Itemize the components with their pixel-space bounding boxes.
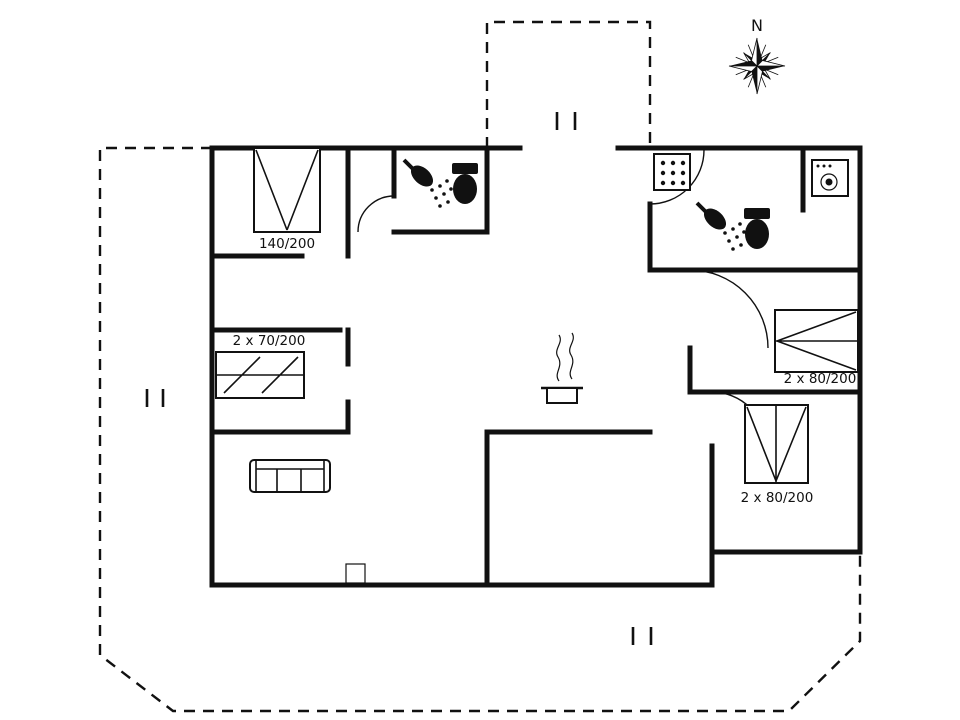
sofa-icon xyxy=(249,459,331,493)
compass-point xyxy=(756,60,786,67)
terrace-outline xyxy=(98,20,862,713)
compass-point xyxy=(751,66,757,94)
shower-icon xyxy=(402,158,453,208)
pot-body xyxy=(546,387,578,404)
compass-point xyxy=(728,65,758,72)
compass-point xyxy=(729,60,757,66)
terrace-dashed-line xyxy=(98,146,862,713)
shower-drain-icon xyxy=(653,153,691,191)
compass-ray xyxy=(766,69,779,76)
compass-ray xyxy=(760,44,767,57)
bed-pattern xyxy=(775,311,858,371)
washing-machine-drum xyxy=(820,173,838,191)
drain-holes xyxy=(660,160,686,186)
wood-stove-icon xyxy=(345,563,366,584)
bed-size-label: 2 x 80/200 xyxy=(784,371,857,387)
pot-with-steam-icon xyxy=(541,332,583,404)
compass-point xyxy=(757,38,763,66)
bed-outline xyxy=(253,147,321,233)
sofa-outline xyxy=(249,459,331,493)
door-arc xyxy=(689,269,769,349)
interior-wall-path xyxy=(209,145,863,588)
window-marks xyxy=(145,112,653,645)
porch-dashed-line xyxy=(485,20,652,148)
compass-ray xyxy=(747,44,754,57)
washing-machine-drum-center xyxy=(825,178,833,186)
compass-ray xyxy=(735,56,748,63)
double-bed-icon xyxy=(253,147,321,233)
toilet-tank xyxy=(452,163,478,174)
shower-head xyxy=(410,165,434,187)
compass-rays xyxy=(735,44,779,88)
compass-star-main xyxy=(728,37,786,95)
shower-icon xyxy=(695,201,746,251)
toilet-icon xyxy=(452,163,478,204)
sofa-cushions xyxy=(255,460,325,492)
compass-ray xyxy=(766,56,779,63)
window-mark-icon xyxy=(555,112,577,130)
compass-ray xyxy=(735,69,748,76)
compass-point xyxy=(756,65,763,95)
compass-rose-icon: N xyxy=(728,16,786,95)
washing-machine-buttons xyxy=(816,164,832,168)
shower-spray xyxy=(723,222,746,251)
compass-ray xyxy=(760,75,767,88)
bed-size-label: 2 x 80/200 xyxy=(741,490,814,506)
shower-spray xyxy=(430,179,453,208)
compass-label: N xyxy=(751,16,763,35)
bed-pattern xyxy=(216,356,304,394)
shower-head xyxy=(703,208,727,230)
bed-size-label: 2 x 70/200 xyxy=(233,333,306,349)
window-mark-icon xyxy=(631,627,653,645)
double-bed-icon xyxy=(774,309,859,373)
toilet-tank xyxy=(744,208,770,219)
bed-pattern xyxy=(746,405,807,483)
door-arc xyxy=(357,195,395,233)
compass-point xyxy=(757,66,785,72)
interior-walls xyxy=(209,145,863,588)
steam-line xyxy=(569,332,574,380)
toilet-icon xyxy=(744,208,770,249)
compass-ray xyxy=(747,75,754,88)
bed-size-label: 140/200 xyxy=(259,236,315,252)
washing-machine-icon xyxy=(811,159,849,197)
bed-pattern xyxy=(255,149,319,231)
bunk-bed-icon xyxy=(215,351,305,399)
steam-line xyxy=(556,334,561,382)
toilet-bowl xyxy=(453,174,477,204)
window-mark-icon xyxy=(145,389,165,407)
double-bed-icon xyxy=(744,404,809,484)
toilet-bowl xyxy=(745,219,769,249)
